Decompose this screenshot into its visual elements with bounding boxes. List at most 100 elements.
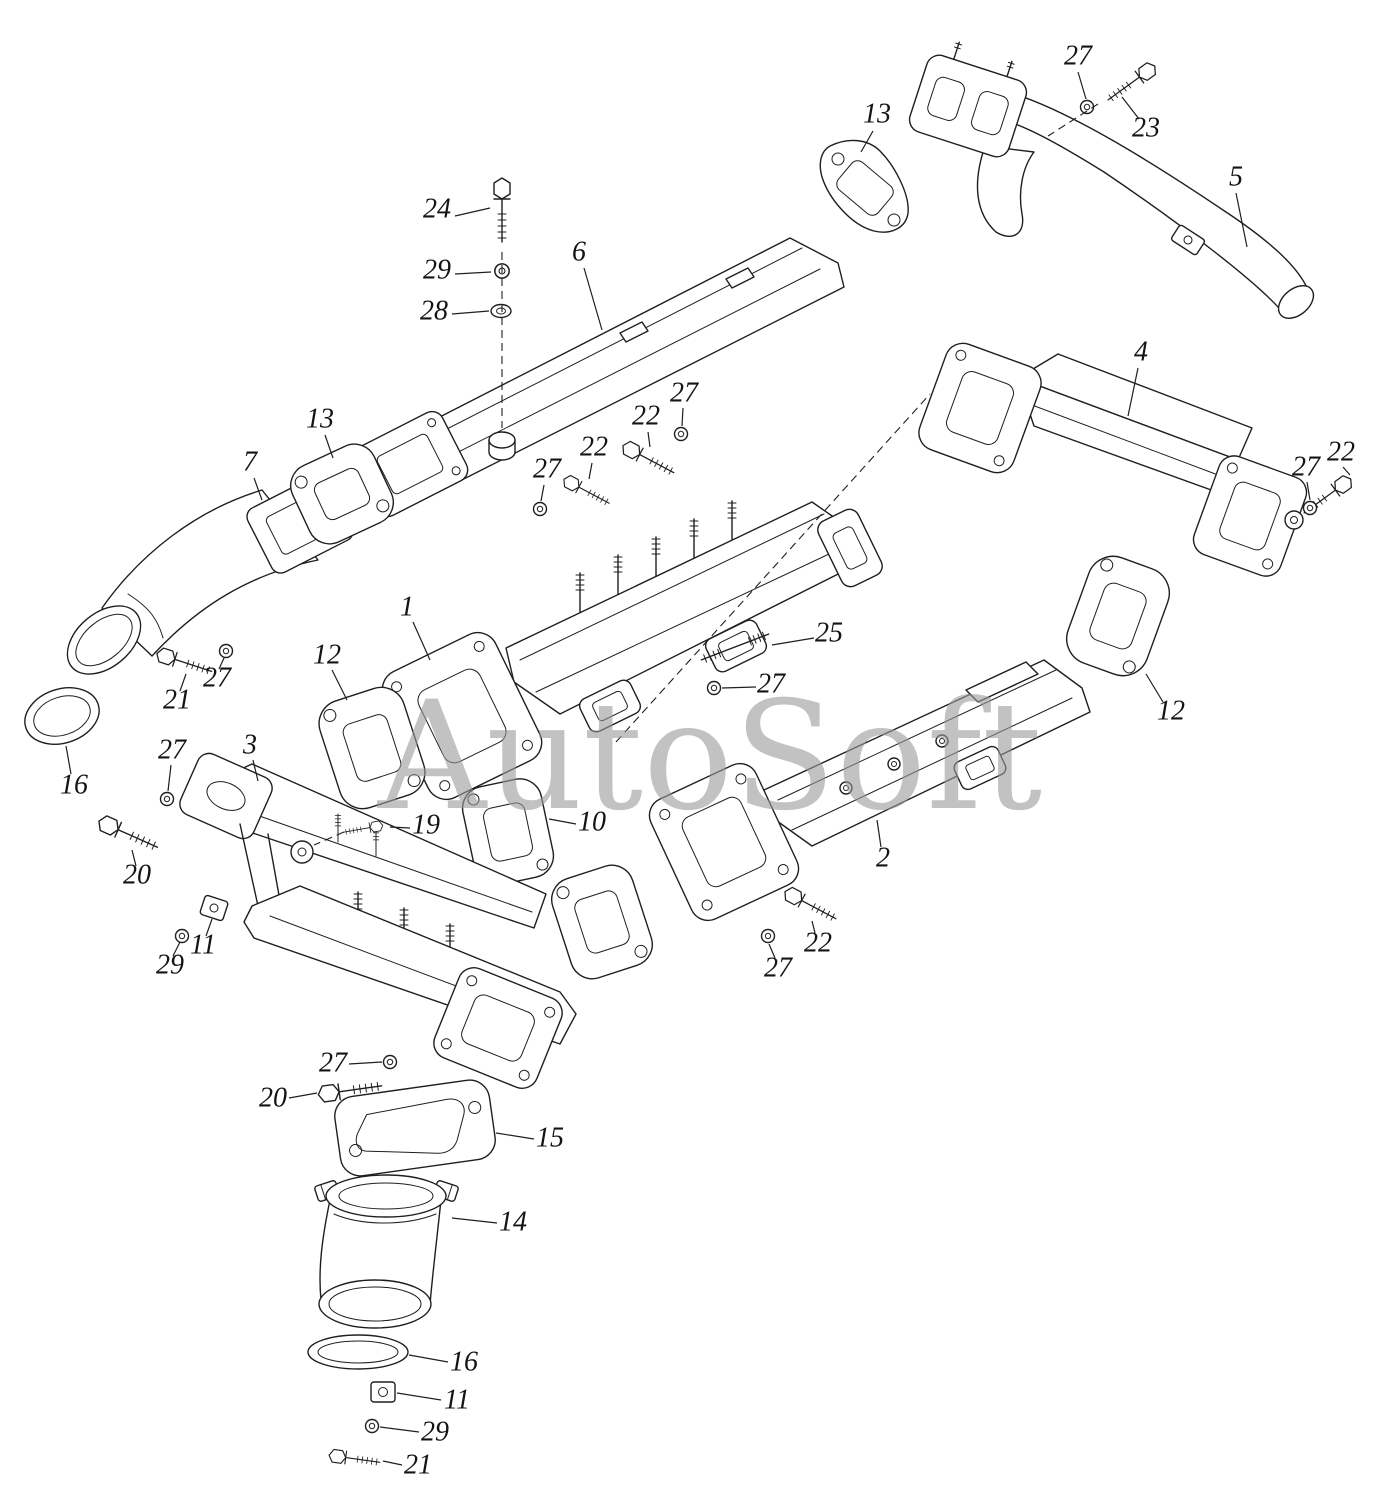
gasket-10	[461, 778, 555, 886]
washer-27-f	[760, 928, 776, 944]
callout-22-b: 22	[580, 431, 608, 480]
callout-27-b: 27	[533, 453, 562, 502]
callout-4: 4	[1127, 336, 1148, 417]
svg-text:27: 27	[533, 453, 562, 484]
svg-text:13: 13	[863, 98, 891, 129]
svg-text:28: 28	[420, 295, 448, 326]
callout-28: 28	[420, 295, 490, 326]
gasket-12-left	[318, 686, 426, 810]
svg-text:27: 27	[203, 662, 232, 693]
bolt-22-b	[560, 473, 613, 510]
cap-16-left	[24, 687, 100, 745]
svg-text:4: 4	[1134, 336, 1148, 367]
svg-text:27: 27	[757, 668, 786, 699]
callout-12-left: 12	[313, 639, 348, 701]
callout-27-d: 27	[203, 657, 232, 693]
svg-text:6: 6	[572, 236, 586, 267]
svg-text:11: 11	[444, 1384, 470, 1415]
gasket-15	[334, 1079, 496, 1177]
svg-text:19: 19	[412, 809, 440, 840]
svg-text:14: 14	[499, 1206, 527, 1237]
svg-text:2: 2	[876, 842, 890, 873]
svg-text:20: 20	[123, 859, 151, 890]
svg-text:11: 11	[190, 929, 216, 960]
callout-11-left: 11	[190, 918, 216, 960]
callout-16-bottom: 16	[408, 1346, 478, 1377]
callout-27-top-right: 27	[1064, 40, 1093, 100]
svg-text:27: 27	[319, 1047, 348, 1078]
callout-15: 15	[495, 1122, 564, 1153]
bolt-23	[1103, 59, 1160, 107]
washer-28	[490, 303, 512, 319]
callout-27-c: 27	[721, 668, 786, 699]
svg-text:16: 16	[60, 769, 88, 800]
washer-27-b	[532, 501, 548, 517]
part-4-manifold	[918, 342, 1308, 577]
svg-text:20: 20	[259, 1082, 287, 1113]
svg-text:27: 27	[1292, 451, 1321, 482]
callout-21-left: 21	[163, 673, 191, 715]
callout-7: 7	[243, 446, 263, 501]
part-3-manifold	[179, 752, 577, 1089]
callout-29-top: 29	[423, 254, 492, 285]
callout-16-left: 16	[60, 745, 88, 800]
svg-text:24: 24	[423, 193, 451, 224]
ring-16-bottom	[307, 1334, 409, 1370]
svg-text:29: 29	[423, 254, 451, 285]
svg-text:21: 21	[404, 1449, 432, 1480]
bolt-20-top	[94, 813, 162, 856]
callout-19: 19	[389, 809, 440, 840]
svg-text:7: 7	[243, 446, 258, 477]
callout-25: 25	[771, 617, 843, 648]
callout-29-bottom: 29	[379, 1416, 449, 1447]
watermark: AutoSoft	[377, 670, 1042, 844]
bracket-11-bottom	[370, 1381, 396, 1403]
callout-14: 14	[451, 1206, 527, 1237]
svg-text:22: 22	[804, 927, 832, 958]
bolt-22-c	[780, 884, 840, 926]
part-2-manifold	[648, 659, 1091, 922]
bolt-21-bottom	[327, 1448, 382, 1470]
washer-29-left	[174, 928, 190, 944]
callout-27-f: 27	[764, 943, 793, 983]
svg-text:27: 27	[670, 377, 699, 408]
svg-text:22: 22	[1327, 436, 1355, 467]
svg-text:21: 21	[163, 684, 191, 715]
svg-text:27: 27	[158, 734, 187, 765]
callout-29-left: 29	[156, 941, 184, 980]
part-7-intake-duct	[66, 474, 354, 675]
gasket-13-top	[819, 139, 909, 233]
svg-text:1: 1	[400, 591, 414, 622]
gasket-12-right	[1066, 555, 1170, 677]
callout-24: 24	[423, 193, 491, 224]
svg-text:27: 27	[764, 952, 793, 983]
washer-27-g	[382, 1054, 398, 1070]
callout-21-bottom: 21	[382, 1449, 432, 1480]
callout-20-top: 20	[123, 849, 151, 890]
callout-1: 1	[400, 591, 431, 661]
washer-27-d	[218, 643, 234, 659]
callout-22-c: 22	[804, 920, 832, 958]
callouts: 27 2 3 5 13 24 6 29 28 13 7 22 27 22 27 4…	[60, 40, 1355, 1480]
callout-11-bottom: 11	[396, 1384, 470, 1415]
washer-27-e	[159, 791, 175, 807]
callout-3: 3	[242, 729, 259, 782]
svg-text:13: 13	[306, 403, 334, 434]
washer-27-right	[1302, 500, 1318, 516]
washer-27-a	[673, 426, 689, 442]
callout-6: 6	[572, 236, 603, 331]
callout-5: 5	[1229, 161, 1248, 248]
svg-text:16: 16	[450, 1346, 478, 1377]
svg-text:10: 10	[578, 806, 606, 837]
callout-27-e: 27	[158, 734, 187, 792]
callout-10: 10	[548, 806, 606, 837]
svg-text:15: 15	[536, 1122, 564, 1153]
callout-12-right: 12	[1145, 673, 1185, 726]
svg-text:12: 12	[1157, 695, 1185, 726]
bolt-22-a	[618, 438, 678, 480]
callout-27-g: 27	[319, 1047, 383, 1078]
svg-text:3: 3	[242, 729, 257, 760]
svg-text:22: 22	[580, 431, 608, 462]
